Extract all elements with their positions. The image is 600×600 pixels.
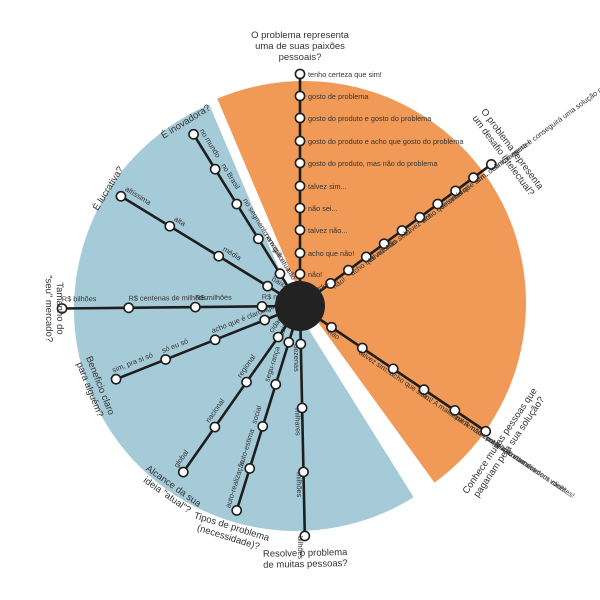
option-node[interactable]	[231, 198, 243, 210]
option-node[interactable]	[418, 384, 430, 396]
option-node[interactable]	[56, 303, 68, 314]
option-node[interactable]	[160, 354, 171, 365]
option-label: bilhões	[296, 536, 305, 560]
option-node[interactable]	[414, 211, 426, 223]
option-node[interactable]	[231, 505, 243, 516]
option-node[interactable]	[272, 331, 284, 343]
option-node[interactable]	[164, 220, 176, 232]
option-node[interactable]	[294, 202, 306, 214]
option-node[interactable]	[294, 157, 306, 169]
question-line: Resolve o problema	[263, 547, 348, 560]
option-label: gosto de problema	[308, 92, 369, 101]
option-label: talvez sim...	[308, 182, 347, 191]
option-label: gosto do produto e gosto do problema	[308, 114, 432, 123]
option-node[interactable]	[294, 180, 306, 192]
option-node[interactable]	[299, 530, 311, 542]
option-label: dezenas	[292, 344, 302, 372]
option-label: não!	[308, 270, 322, 279]
option-node[interactable]	[325, 277, 336, 289]
option-node[interactable]	[356, 342, 368, 354]
option-node[interactable]	[294, 268, 306, 280]
option-node[interactable]	[257, 420, 269, 432]
question-line: O problema representa	[251, 30, 349, 41]
option-node[interactable]	[188, 128, 199, 140]
option-node[interactable]	[177, 466, 189, 478]
option-label: milhares	[293, 408, 303, 436]
question-line: uma de suas paixões	[255, 41, 345, 52]
option-node[interactable]	[241, 376, 252, 388]
option-node[interactable]	[209, 163, 221, 175]
option-node[interactable]	[298, 466, 309, 478]
option-node[interactable]	[283, 336, 295, 348]
option-node[interactable]	[209, 334, 221, 346]
option-node[interactable]	[294, 247, 306, 259]
option-label: R$ bilhões	[62, 294, 97, 303]
option-node[interactable]	[256, 300, 268, 312]
option-node[interactable]	[270, 378, 282, 390]
option-node[interactable]	[450, 185, 461, 197]
option-label: milhões	[294, 472, 304, 498]
option-label: R$ centenas de milhões	[129, 293, 208, 303]
option-node[interactable]	[378, 238, 390, 250]
option-node[interactable]	[480, 425, 492, 437]
option-node[interactable]	[252, 233, 264, 245]
option-label: gosto do produto e acho que gosto do pro…	[308, 137, 464, 146]
question-line: de muitas pessoas?	[263, 558, 348, 571]
option-node[interactable]	[396, 225, 408, 236]
option-node[interactable]	[360, 251, 372, 263]
background-sectors	[73, 80, 527, 532]
option-node[interactable]	[296, 402, 308, 414]
option-node[interactable]	[123, 302, 135, 314]
option-node[interactable]	[449, 405, 461, 416]
orange-sector	[217, 80, 527, 483]
option-node[interactable]	[294, 112, 306, 124]
option-node[interactable]	[295, 338, 307, 350]
question-label: Tamanho do"seu" mercado?	[43, 275, 66, 342]
option-node[interactable]	[432, 198, 444, 210]
option-node[interactable]	[468, 172, 479, 184]
option-node[interactable]	[209, 421, 221, 433]
option-node[interactable]	[343, 264, 354, 276]
blue-sector	[73, 104, 414, 532]
axis-o-problema-representa-uma-de-suas-paixoe: tenho certeza que sim! gosto de problema g…	[251, 30, 464, 306]
option-node[interactable]	[326, 321, 337, 333]
option-node[interactable]	[262, 280, 273, 292]
option-label: não sei...	[308, 204, 338, 213]
option-node[interactable]	[485, 159, 497, 170]
option-label: tenho certeza que sim!	[308, 70, 382, 79]
option-node[interactable]	[294, 68, 306, 80]
option-node[interactable]	[115, 190, 127, 202]
option-node[interactable]	[294, 224, 306, 236]
option-node[interactable]	[189, 301, 201, 313]
option-label: acho que não!	[308, 249, 354, 258]
option-label: R$ milhões	[195, 293, 232, 302]
option-node[interactable]	[213, 250, 225, 262]
question-line: "seu" mercado?	[43, 275, 55, 342]
option-node[interactable]	[387, 363, 399, 375]
option-node[interactable]	[244, 462, 256, 474]
question-label: Resolve o problemade muitas pessoas?	[263, 547, 349, 571]
option-node[interactable]	[274, 268, 286, 280]
option-node[interactable]	[110, 373, 122, 385]
question-line: pessoais?	[279, 52, 322, 63]
option-label: talvez não...	[308, 226, 347, 235]
question-line: Tamanho do	[54, 282, 66, 334]
option-node[interactable]	[259, 314, 271, 326]
option-label: gosto do produto, mas não do problema	[308, 159, 438, 168]
center-hub	[275, 281, 325, 331]
option-node[interactable]	[294, 135, 306, 147]
option-node[interactable]	[294, 90, 306, 102]
